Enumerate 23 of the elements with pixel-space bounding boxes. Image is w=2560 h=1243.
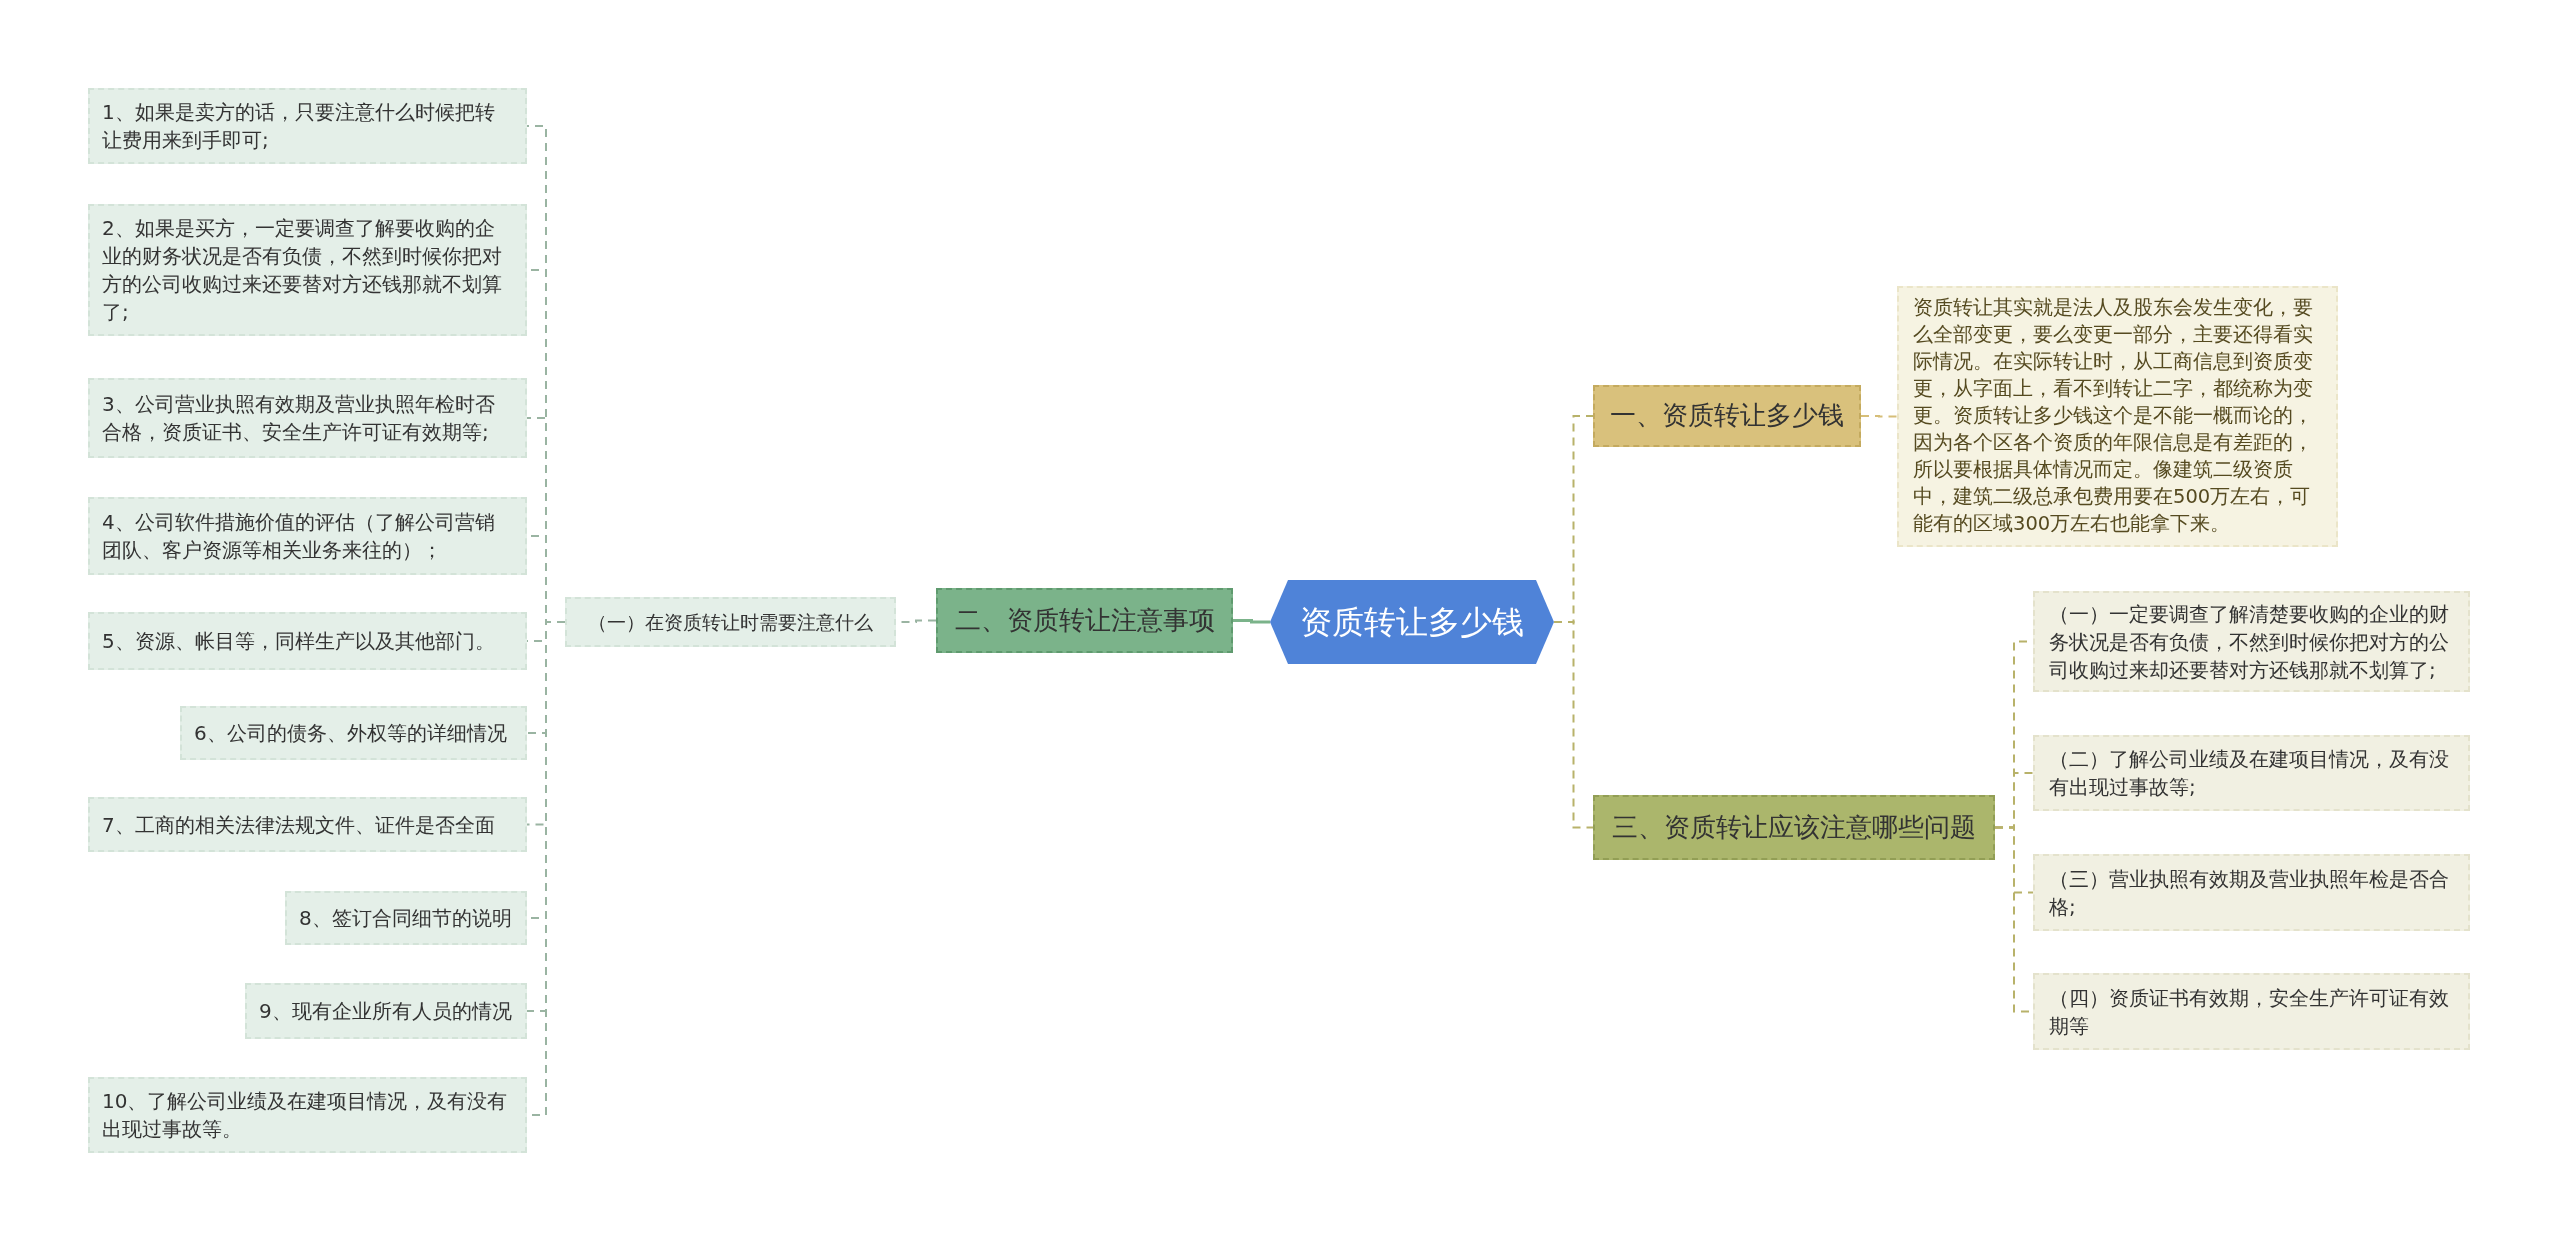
item-box: 5、资源、帐目等，同样生产以及其他部门。 — [88, 612, 527, 670]
item-box: 3、公司营业执照有效期及营业执照年检时否合格，资质证书、安全生产许可证有效期等; — [88, 378, 527, 458]
item-box: 8、签订合同细节的说明 — [285, 891, 527, 945]
subtopic-box: （一）在资质转让时需要注意什么 — [565, 597, 896, 647]
item-box: 9、现有企业所有人员的情况 — [245, 983, 527, 1039]
central-topic-hexagon: 资质转让多少钱 — [1270, 580, 1554, 664]
connector-line — [1860, 415, 1898, 418]
item-box: （三）营业执照有效期及营业执照年检是否合格; — [2033, 854, 2470, 931]
connector-line — [1233, 619, 1270, 624]
item-box: 2、如果是买方，一定要调查了解要收购的企业的财务状况是否有负债，不然到时候你把对方的公司收购过来还要替对方还钱那就不划算了; — [88, 204, 527, 336]
item-box: （四）资质证书有效期，安全生产许可证有效期等 — [2033, 973, 2470, 1050]
item-box: （一）一定要调查了解清楚要收购的企业的财务状况是否有负债，不然到时候你把对方的公司收购过来却还要替对方还钱那就不划算了; — [2033, 591, 2470, 692]
item-box: 6、公司的债务、外权等的详细情况 — [180, 706, 527, 760]
topic-box: 二、资质转让注意事项 — [936, 588, 1233, 653]
item-box: 4、公司软件措施价值的评估（了解公司营销团队、客户资源等相关业务来往的）； — [88, 497, 527, 575]
topic-box: 一、资质转让多少钱 — [1593, 385, 1861, 447]
topic-box: 三、资质转让应该注意哪些问题 — [1593, 795, 1995, 860]
item-box: 7、工商的相关法律法规文件、证件是否全面 — [88, 797, 527, 852]
item-box: 1、如果是卖方的话，只要注意什么时候把转让费用来到手即可; — [88, 88, 527, 164]
description-box: 资质转让其实就是法人及股东会发生变化，要么全部变更，要么变更一部分，主要还得看实际情况。在实际转让时，从工商信息到资质变更，从字面上，看不到转让二字，都统称为变更。资质转让多少钱这个是不能一概而论的，因为各个区各个资质的年限信息是有差距的，所以要根据具体情况而定。像建筑二级资质中，建筑二级总承包费用要在500万左右，可能有的区域300万左右也能拿下来。 — [1897, 286, 2338, 547]
item-box: （二）了解公司业绩及在建项目情况，及有没有出现过事故等; — [2033, 735, 2470, 811]
item-box: 10、了解公司业绩及在建项目情况，及有没有出现过事故等。 — [88, 1077, 527, 1153]
connector-line — [1553, 621, 1594, 829]
